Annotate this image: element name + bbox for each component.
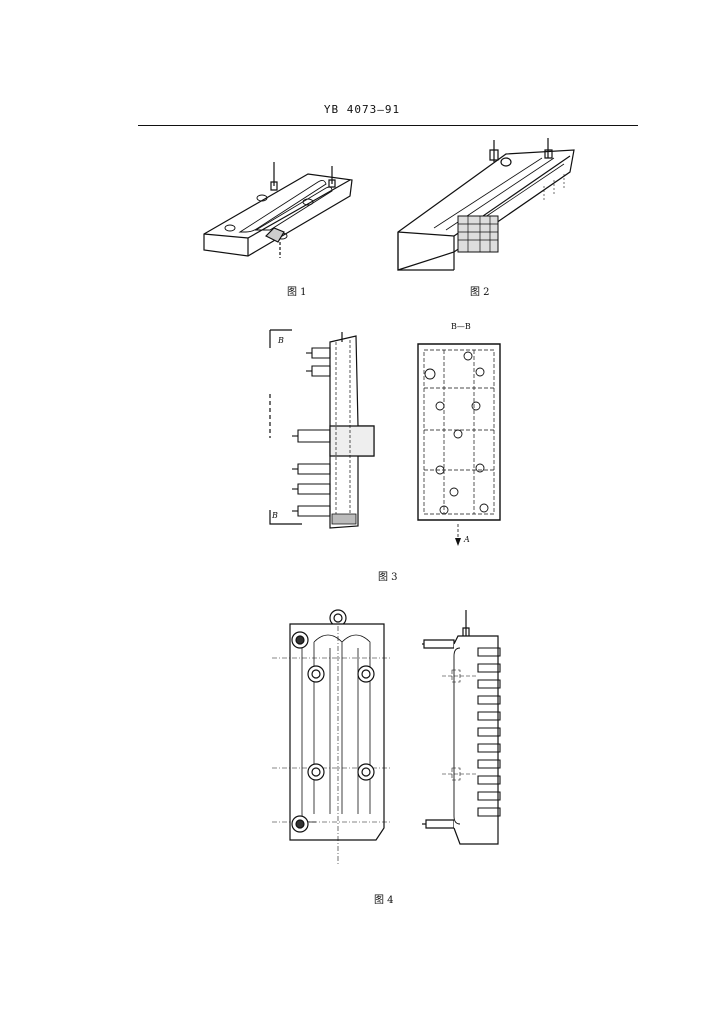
section-mark-b-top: B bbox=[278, 336, 284, 345]
figure-3-caption: 图 3 bbox=[378, 572, 398, 583]
view-arrow-a: A bbox=[464, 535, 470, 544]
figure-1-caption: 图 1 bbox=[287, 287, 307, 298]
standard-number-header: YB 4073—91 bbox=[323, 103, 401, 116]
figure-3-section-view bbox=[414, 340, 504, 546]
figure-3-side-view bbox=[262, 326, 380, 536]
figure-4-caption: 图 4 bbox=[374, 895, 394, 906]
figure-2-drawing bbox=[394, 136, 580, 276]
section-mark-b-bottom: B bbox=[272, 511, 278, 520]
section-b-b-title: B—B bbox=[451, 322, 471, 331]
figure-4-plan-view bbox=[272, 608, 396, 870]
figure-4-side-view bbox=[420, 608, 510, 848]
figure-2-caption: 图 2 bbox=[470, 287, 490, 298]
header-rule bbox=[138, 125, 638, 126]
figure-1-drawing bbox=[200, 158, 360, 258]
